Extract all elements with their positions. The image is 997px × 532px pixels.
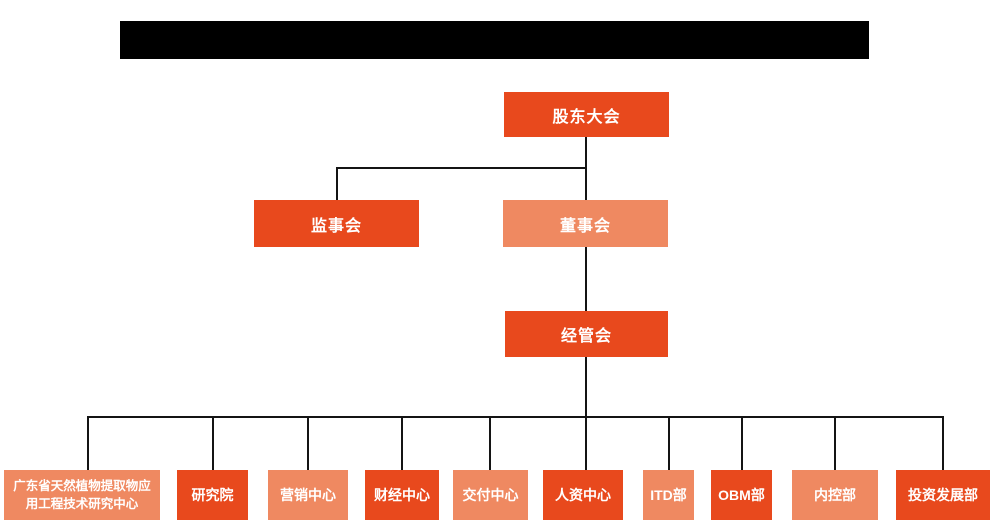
org-node-itd-dept: ITD部 (643, 470, 694, 520)
org-node-research-center-gd: 广东省天然植物提取物应用工程技术研究中心 (4, 470, 160, 520)
org-node-delivery-center: 交付中心 (453, 470, 528, 520)
org-node-finance-center: 财经中心 (365, 470, 439, 520)
connector-line (585, 416, 587, 470)
org-node-supervisory-board: 监事会 (254, 200, 419, 247)
org-node-marketing-center: 营销中心 (268, 470, 348, 520)
org-node-hr-center: 人资中心 (543, 470, 623, 520)
connector-line (585, 357, 587, 416)
connector-line (87, 416, 944, 418)
org-node-investment-development-dept: 投资发展部 (896, 470, 990, 520)
org-node-internal-control-dept: 内控部 (792, 470, 878, 520)
redacted-title-bar (120, 21, 869, 59)
org-node-research-institute: 研究院 (177, 470, 248, 520)
org-node-board-of-directors: 董事会 (503, 200, 668, 247)
connector-line (401, 416, 403, 470)
connector-line (336, 167, 587, 169)
connector-line (212, 416, 214, 470)
org-node-obm-dept: OBM部 (711, 470, 772, 520)
connector-line (942, 416, 944, 470)
org-node-shareholders-meeting: 股东大会 (504, 92, 669, 137)
connector-line (585, 247, 587, 311)
org-node-management-committee: 经管会 (505, 311, 668, 357)
connector-line (668, 416, 670, 470)
connector-line (336, 167, 338, 200)
connector-line (307, 416, 309, 470)
connector-line (834, 416, 836, 470)
connector-line (87, 416, 89, 470)
connector-line (741, 416, 743, 470)
connector-line (489, 416, 491, 470)
